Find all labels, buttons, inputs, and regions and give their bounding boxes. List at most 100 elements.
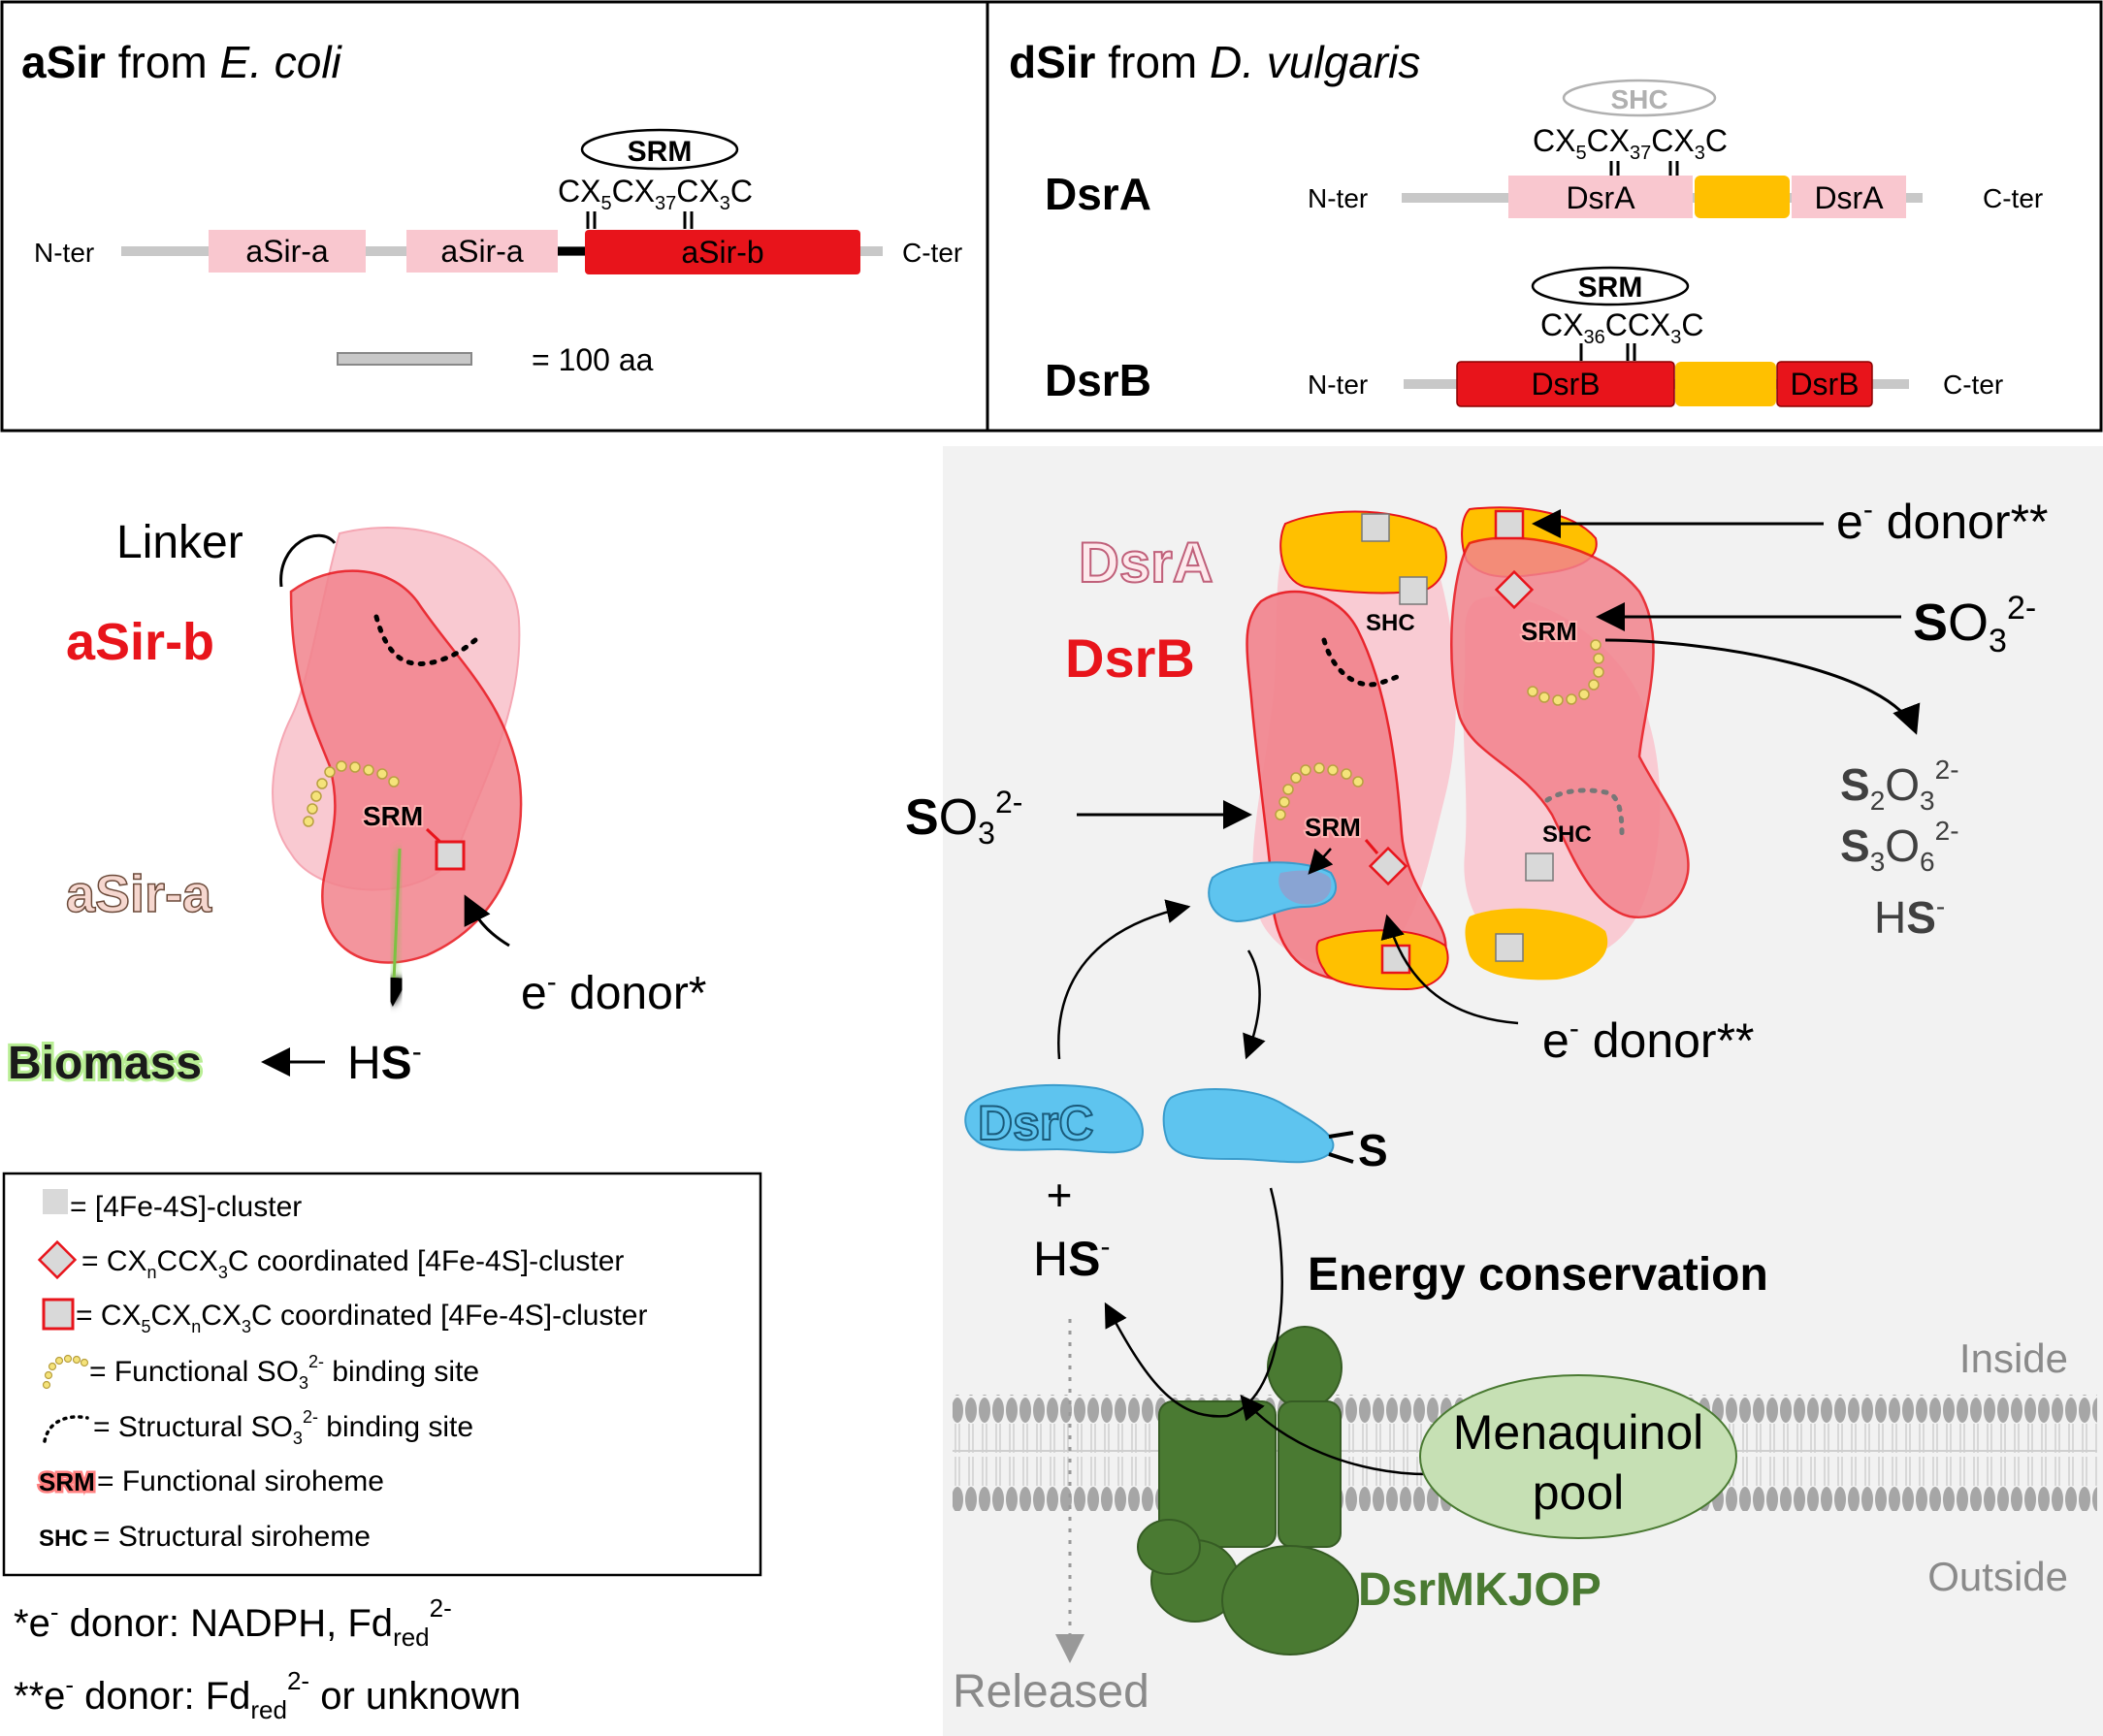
dsrb-motif: CX36CCX3C	[1540, 307, 1704, 348]
svg-text:= CX5CXnCX3C coordinated [4Fe-: = CX5CXnCX3C coordinated [4Fe-4S]-cluste…	[76, 1300, 647, 1336]
svg-text:= CXnCCX3C coordinated [4Fe-4S: = CXnCCX3C coordinated [4Fe-4S]-cluster	[81, 1245, 624, 1282]
svg-text:DsrA: DsrA	[1566, 180, 1635, 215]
svg-text:DsrB: DsrB	[1531, 367, 1600, 402]
fes-cluster-1	[1361, 513, 1390, 542]
srm-oval	[580, 128, 739, 171]
functional-binding-site	[303, 760, 400, 827]
dsrb-domain-1	[1456, 361, 1675, 407]
arrow-dsrc-s-to-hs	[1104, 1187, 1283, 1418]
srm-label-bottom: SRM	[1305, 813, 1361, 842]
asir-edonor-label: e- donor*	[521, 966, 706, 1019]
dsra-structure-label: DsrA	[1079, 531, 1213, 595]
dsrb-domain-2	[1776, 361, 1873, 407]
svg-text:= Structural siroheme: = Structural siroheme	[93, 1521, 371, 1553]
central-sulfite: SO32-	[457, 785, 1252, 851]
dsra-domain-2	[1792, 176, 1906, 218]
plus-sign: +	[1047, 1170, 1073, 1220]
outside-label: Outside	[1927, 1554, 2068, 1599]
legend: = [4Fe-4S]-cluster = CXnCCX3C coordinate…	[2, 1172, 762, 1577]
arrow-complex-to-dsrc-s	[1243, 949, 1266, 1060]
dsrmkjop-label: DsrMKJOP	[1358, 1564, 1602, 1616]
svg-text:SHC: SHC	[1610, 84, 1667, 114]
srm-label-top: SRM	[1521, 617, 1577, 646]
dsrb-shape-right	[1450, 536, 1690, 919]
dsir-structure: DsrA DsrB SHC SHC SRM SRM	[953, 494, 2097, 1718]
diamond-cluster-top	[1494, 569, 1535, 610]
dsrb-structure-label: DsrB	[1065, 627, 1195, 689]
svg-text:= [4Fe-4S]-cluster: = [4Fe-4S]-cluster	[70, 1191, 302, 1223]
asir-n-ter: N-ter	[34, 238, 94, 268]
arrow-dsrc-to-complex	[1057, 899, 1191, 1060]
dsra-motif: CX5CX37CX3C	[1533, 123, 1728, 164]
structural-binding-site-dsrb	[1321, 637, 1400, 688]
shc-label-2: SHC	[1542, 821, 1592, 848]
svg-text:N-ter: N-ter	[1308, 370, 1368, 400]
svg-text:DsrA: DsrA	[1814, 180, 1884, 215]
asir-c-ter: C-ter	[902, 238, 962, 268]
svg-text:= Functional SO32- binding sit: = Functional SO32- binding site	[89, 1352, 479, 1393]
diamond-cluster-bottom	[1368, 846, 1408, 886]
fes-cluster-4	[1525, 852, 1554, 882]
asir-panel-title: aSir from E. coli	[21, 37, 343, 87]
svg-text:S2O32-: S2O32-	[1840, 755, 1959, 816]
dsra-ferredoxin-bottom	[1465, 908, 1608, 981]
asir-b-domain	[585, 230, 860, 274]
energy-conservation-label: Energy conservation	[1308, 1249, 1768, 1301]
dsrmkjop-complex	[1137, 1326, 1359, 1656]
biomass-label: Biomass	[8, 1038, 202, 1089]
shc-label-1: SHC	[1366, 610, 1415, 636]
footnotes: *e- donor: NADPH, Fdred2- **e- donor: Fd…	[14, 1593, 521, 1724]
asir-a-domain-1	[209, 230, 366, 273]
svg-text:**e- donor: Fdred2- or unknown: **e- donor: Fdred2- or unknown	[14, 1666, 521, 1724]
svg-text:aSir-a: aSir-a	[440, 234, 524, 269]
sulfite-right-label: SO32-	[1913, 590, 2036, 659]
menaquinol-pool	[1419, 1374, 1737, 1539]
dsrb-row-label: DsrB	[1045, 355, 1151, 405]
released-label: Released	[953, 1666, 1149, 1718]
legend-functional-site-icon	[42, 1354, 89, 1390]
dsrc-label: DsrC	[978, 1096, 1093, 1150]
asir-a-domain-2	[406, 230, 558, 273]
dsrb-srm-oval	[1531, 266, 1690, 306]
shc-oval	[1562, 79, 1717, 117]
asir-b-label: aSir-b	[66, 613, 214, 671]
svg-text:C-ter: C-ter	[1943, 370, 2003, 400]
asir-domain-map: aSir from E. coli SRM CX5CX37CX3C N-ter …	[21, 37, 962, 377]
arrow-menaquinol-to-dsrm	[1240, 1395, 1427, 1476]
asir-hs-label: HS-	[347, 1036, 422, 1089]
dsir-panel-title: dSir from D. vulgaris	[1009, 37, 1420, 87]
arrow-srm-to-dsrc	[1308, 848, 1334, 875]
legend-box	[2, 1172, 762, 1577]
dsra-domain-1	[1508, 176, 1693, 218]
linker-loop	[279, 533, 337, 588]
functional-binding-site-dsrb-right	[1527, 639, 1604, 706]
arrow-srm-to-hs	[379, 848, 409, 1007]
svg-text:S3O62-: S3O62-	[1840, 816, 1959, 877]
legend-structural-site-icon	[43, 1415, 89, 1443]
asir-structure: Linker aSir-b aSir-a SRM e- donor* Bioma…	[5, 517, 706, 1092]
inside-label: Inside	[1959, 1335, 2068, 1381]
scale-label: = 100 aa	[532, 342, 654, 377]
fes-cluster-3	[1399, 576, 1428, 605]
dsrc-trisulfide-shape	[1162, 1087, 1335, 1164]
dsra-ferredoxin-domain	[1695, 176, 1790, 218]
svg-text:*e- donor: NADPH, Fdred2-: *e- donor: NADPH, Fdred2-	[14, 1593, 452, 1652]
dsir-domain-map: dSir from D. vulgaris SHC CX5CX37CX3C Ds…	[1009, 37, 2043, 407]
released-hs-label: HS-	[1033, 1231, 1110, 1286]
asir-a-label: aSir-a	[66, 865, 212, 923]
menaquinol-label-1: Menaquinol	[1453, 1405, 1704, 1460]
legend-cluster-icon	[43, 1189, 68, 1214]
svg-text:HS-: HS-	[1874, 891, 1945, 943]
structural-binding-site	[373, 614, 478, 667]
functional-binding-site-dsrb-left	[1275, 762, 1364, 820]
svg-text:= Functional siroheme: = Functional siroheme	[97, 1465, 384, 1497]
dsrb-ferredoxin-domain	[1675, 362, 1776, 406]
structural-binding-site-dsra	[1544, 788, 1625, 837]
scale-bar	[337, 352, 472, 366]
asir-srm-label: SRM	[363, 801, 423, 831]
svg-text:aSir-a: aSir-a	[245, 234, 329, 269]
dsrc-sulfur-label: S	[1358, 1125, 1388, 1175]
svg-text:aSir-b: aSir-b	[681, 235, 763, 270]
svg-text:SRM: SRM	[1578, 272, 1643, 304]
